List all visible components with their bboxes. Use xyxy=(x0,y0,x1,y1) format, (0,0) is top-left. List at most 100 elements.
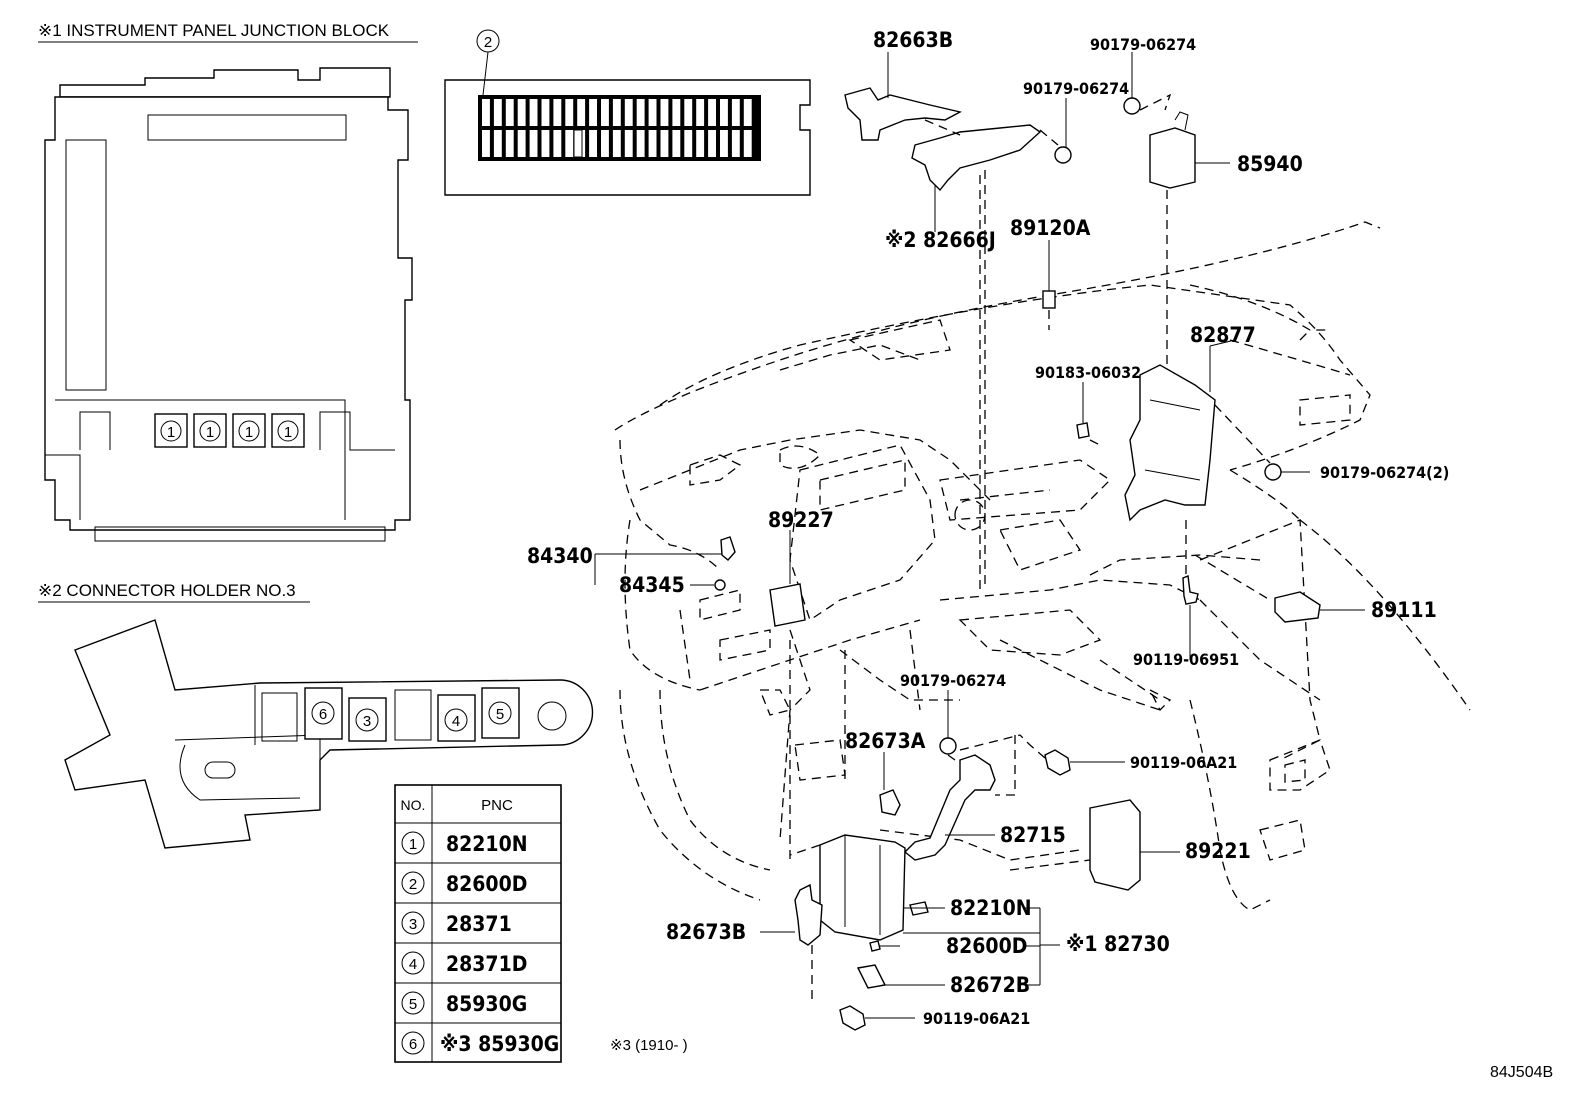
connector-cell xyxy=(517,99,526,126)
connector-cell xyxy=(684,130,693,157)
label-82730: ※1 82730 xyxy=(1066,932,1170,956)
label-82715: 82715 xyxy=(1000,823,1066,847)
junction-block-title: ※1 INSTRUMENT PANEL JUNCTION BLOCK xyxy=(38,21,390,40)
label-84345: 84345 xyxy=(619,573,685,597)
connector-cell xyxy=(648,99,657,126)
row-no: 3 xyxy=(409,916,417,933)
label-85940: 85940 xyxy=(1237,152,1303,176)
connector-cell xyxy=(636,130,645,157)
row-no: 6 xyxy=(409,1036,417,1053)
connector-cell xyxy=(589,99,597,126)
part-89221-drawing xyxy=(1089,799,1180,891)
table-header-pnc: PNC xyxy=(481,797,513,814)
callout-2: 2 xyxy=(476,29,500,53)
label-89111: 89111 xyxy=(1371,598,1437,622)
junction-block-drawing xyxy=(44,67,413,542)
callout-1: 1 1 1 1 xyxy=(160,420,299,442)
part-85940-drawing xyxy=(1149,111,1230,189)
connector-cell xyxy=(553,99,562,126)
holder-callouts: 6 3 4 5 xyxy=(311,701,512,732)
connector-cell xyxy=(696,99,705,126)
footnote: ※3 (1910- ) xyxy=(610,1037,688,1054)
label-82210N: 82210N xyxy=(950,896,1032,920)
connector-cell xyxy=(743,130,752,157)
connector-cell xyxy=(553,130,562,157)
part-90179-nut-b xyxy=(1054,98,1072,164)
connector-cell xyxy=(624,99,633,126)
part-90119-06951-bolt xyxy=(1182,575,1199,660)
label-90179-06274-a: 90179-06274 xyxy=(1090,35,1196,54)
connector-cell xyxy=(731,130,740,157)
table-header-no: NO. xyxy=(401,797,426,813)
connector-cell xyxy=(565,130,574,157)
connector-cell xyxy=(529,99,538,126)
connector-cell xyxy=(624,130,633,157)
label-89221: 89221 xyxy=(1185,839,1251,863)
svg-text:5: 5 xyxy=(496,706,504,723)
row-pnc: ※3 85930G xyxy=(440,1032,559,1056)
part-90119-06A21-bolt-a xyxy=(1044,749,1125,776)
connector-cell xyxy=(517,130,526,157)
svg-text:1: 1 xyxy=(284,424,292,441)
label-90119-06A21-a: 90119-06A21 xyxy=(1130,753,1237,772)
svg-text:1: 1 xyxy=(206,424,214,441)
label-82663B: 82663B xyxy=(873,28,953,52)
part-82672B-cover xyxy=(856,964,945,989)
connector-cell xyxy=(636,99,645,126)
connector-cell xyxy=(505,130,514,157)
svg-text:4: 4 xyxy=(452,713,460,730)
row-pnc: 82210N xyxy=(446,832,528,856)
connector-cell xyxy=(743,99,752,126)
label-89120A: 89120A xyxy=(1010,216,1091,240)
connector-cell xyxy=(505,99,514,126)
row-no: 2 xyxy=(409,876,417,893)
connector-cell xyxy=(601,99,609,126)
part-82600D-relay xyxy=(869,940,900,952)
connector-cell xyxy=(648,130,657,157)
connector-cell xyxy=(482,99,490,126)
connector-cell xyxy=(493,130,502,157)
part-82730-junction-block xyxy=(819,834,1040,941)
connector-cell xyxy=(720,99,728,126)
part-84340-drawing xyxy=(595,536,736,561)
svg-text:1: 1 xyxy=(245,424,253,441)
label-90119-06951: 90119-06951 xyxy=(1133,650,1239,669)
connector-cell xyxy=(589,130,597,157)
connector-cell xyxy=(731,99,740,126)
label-84340: 84340 xyxy=(527,544,593,568)
row-no: 5 xyxy=(409,996,417,1013)
row-pnc: 85930G xyxy=(446,992,527,1016)
row-pnc: 82600D xyxy=(446,872,527,896)
label-82672B: 82672B xyxy=(950,973,1030,997)
connector-cell xyxy=(612,130,621,157)
label-90183-06032: 90183-06032 xyxy=(1035,363,1141,382)
label-90179-06274-2: 90179-06274(2) xyxy=(1320,463,1449,482)
part-90179-nut-d xyxy=(939,690,957,755)
connector-holder-drawing xyxy=(64,619,594,849)
part-89227-drawing xyxy=(769,530,806,627)
connector-cell xyxy=(577,99,586,126)
connector-cell xyxy=(660,130,669,157)
label-82600D: 82600D xyxy=(946,934,1027,958)
junction-connector-drawing xyxy=(444,51,811,196)
connector-cell xyxy=(696,130,705,157)
label-82673B: 82673B xyxy=(666,920,746,944)
connector-cell xyxy=(660,99,669,126)
part-82877-drawing xyxy=(1124,346,1216,522)
connector-cell xyxy=(541,99,550,126)
connector-cell xyxy=(529,130,538,157)
label-82666J: ※2 82666J xyxy=(885,228,996,252)
svg-text:2: 2 xyxy=(484,34,492,51)
diagram-code: 84J504B xyxy=(1490,1064,1553,1081)
connector-cell xyxy=(708,130,716,157)
label-90179-06274-b: 90179-06274 xyxy=(1023,79,1129,98)
connector-holder-title: ※2 CONNECTOR HOLDER NO.3 xyxy=(38,581,296,600)
part-90183-clip xyxy=(1076,382,1090,439)
label-90119-06A21-b: 90119-06A21 xyxy=(923,1009,1030,1028)
label-89227: 89227 xyxy=(768,508,834,532)
connector-cell xyxy=(672,130,681,157)
pnc-table: NO. PNC 1 82210N 2 82600D 3 28371 4 2837… xyxy=(394,784,562,1063)
connector-cell xyxy=(684,99,693,126)
connector-cell xyxy=(708,99,716,126)
